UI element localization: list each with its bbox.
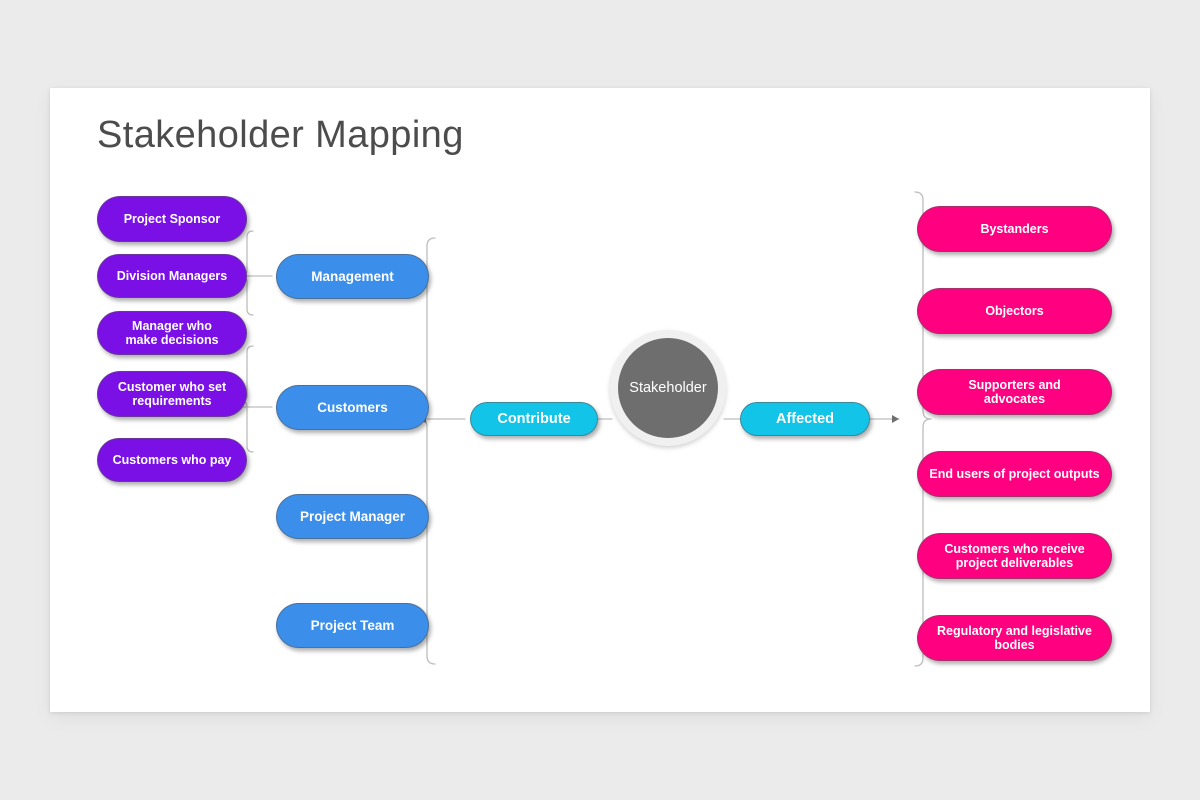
pill-project-team[interactable]: Project Team bbox=[276, 603, 429, 648]
page-title: Stakeholder Mapping bbox=[97, 114, 464, 156]
brace-affected bbox=[914, 191, 932, 667]
stakeholder-map-diagram: Project Sponsor Division Managers Manage… bbox=[50, 88, 1150, 712]
pill-objectors[interactable]: Objectors bbox=[917, 288, 1112, 334]
pill-customers[interactable]: Customers bbox=[276, 385, 429, 430]
pill-label: Contribute bbox=[497, 410, 571, 427]
pill-project-sponsor[interactable]: Project Sponsor bbox=[97, 196, 247, 242]
pill-project-manager[interactable]: Project Manager bbox=[276, 494, 429, 539]
pill-division-managers[interactable]: Division Managers bbox=[97, 254, 247, 298]
pill-label: Bystanders bbox=[980, 221, 1049, 236]
pill-label: Affected bbox=[775, 410, 834, 427]
pill-label: Project Sponsor bbox=[123, 211, 221, 226]
pill-label: Project Team bbox=[310, 617, 395, 633]
pill-customers-who-pay[interactable]: Customers who pay bbox=[97, 438, 247, 482]
pill-bystanders[interactable]: Bystanders bbox=[917, 206, 1112, 252]
center-node-label: Stakeholder bbox=[629, 380, 707, 396]
arrow-affected-right bbox=[892, 415, 899, 423]
slide-card: Stakeholder Mapping bbox=[50, 88, 1150, 712]
pill-contribute[interactable]: Contribute bbox=[470, 402, 598, 436]
brace-contribute bbox=[418, 237, 436, 665]
pill-label: Objectors bbox=[985, 303, 1044, 318]
pill-label: End users of project outputs bbox=[929, 466, 1100, 481]
pill-end-users-of-project-outputs[interactable]: End users of project outputs bbox=[917, 451, 1112, 497]
center-node-stakeholder[interactable]: Stakeholder bbox=[610, 330, 726, 446]
pill-management[interactable]: Management bbox=[276, 254, 429, 299]
pill-label: Customers bbox=[317, 399, 388, 415]
pill-label: Management bbox=[311, 268, 394, 284]
pill-label: Division Managers bbox=[116, 268, 228, 283]
pill-label: Customers who pay bbox=[112, 452, 232, 467]
pill-label: Project Manager bbox=[299, 508, 406, 524]
pill-affected[interactable]: Affected bbox=[740, 402, 870, 436]
